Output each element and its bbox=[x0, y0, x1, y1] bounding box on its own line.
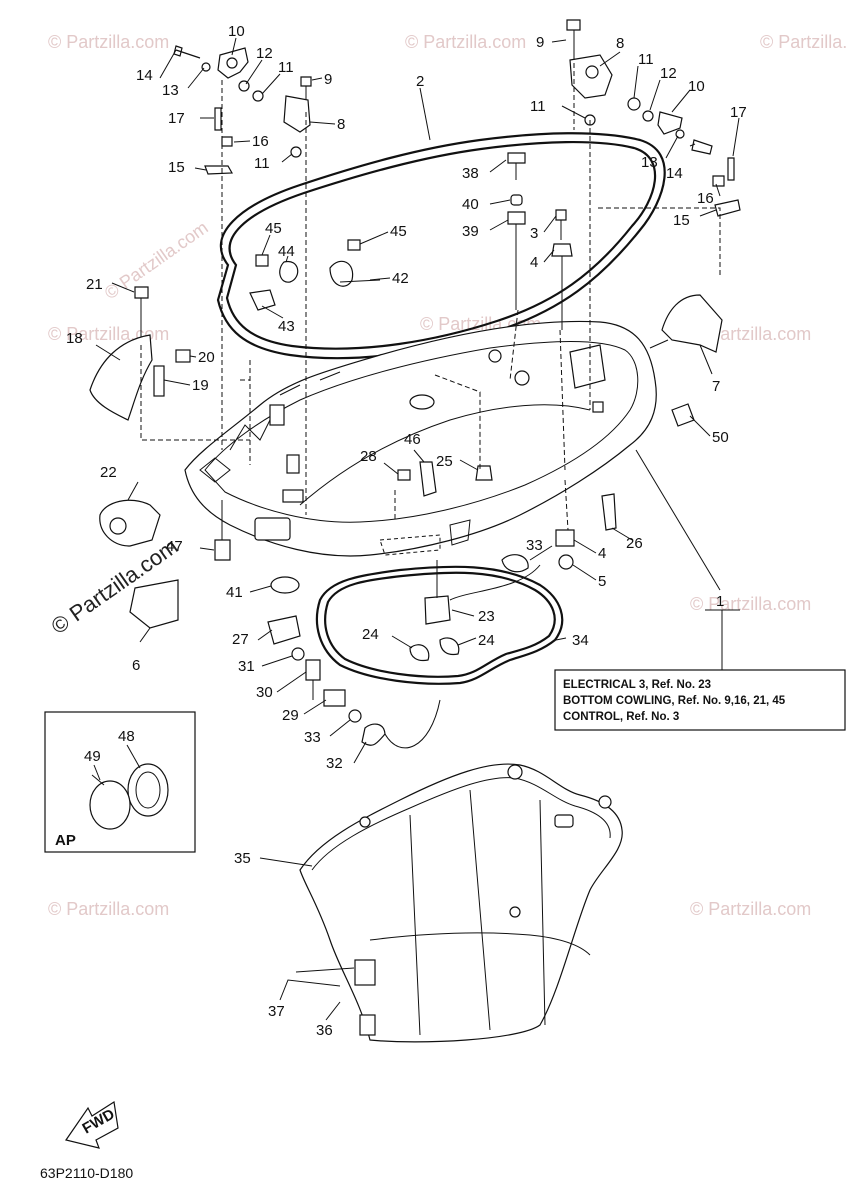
callout-24: 24 bbox=[362, 626, 379, 643]
callout-14: 14 bbox=[666, 165, 683, 182]
callouts: 10 14 13 12 11 9 17 16 8 11 15 2 9 8 11 … bbox=[66, 23, 747, 1039]
callout-11: 11 bbox=[254, 155, 270, 172]
callout-26: 26 bbox=[626, 535, 643, 552]
callout-12: 12 bbox=[256, 45, 273, 62]
bottom-cowling bbox=[184, 320, 657, 557]
lower-seal bbox=[315, 565, 564, 685]
callout-10: 10 bbox=[228, 23, 245, 40]
callout-45: 45 bbox=[265, 220, 282, 237]
callout-38: 38 bbox=[462, 165, 479, 182]
callout-1: 1 bbox=[716, 593, 724, 610]
callout-11: 11 bbox=[278, 59, 294, 76]
callout-32: 32 bbox=[326, 755, 343, 772]
callout-37: 37 bbox=[268, 1003, 285, 1020]
callout-18: 18 bbox=[66, 330, 83, 347]
callout-45: 45 bbox=[390, 223, 407, 240]
callout-12: 12 bbox=[660, 65, 677, 82]
callout-16: 16 bbox=[252, 133, 269, 150]
callout-19: 19 bbox=[192, 377, 209, 394]
callout-15: 15 bbox=[673, 212, 690, 229]
callout-42: 42 bbox=[392, 270, 409, 287]
note-line-3: CONTROL, Ref. No. 3 bbox=[563, 711, 679, 723]
callout-30: 30 bbox=[256, 684, 273, 701]
callout-15: 15 bbox=[168, 159, 185, 176]
callout-3: 3 bbox=[530, 225, 538, 242]
inset-box: AP bbox=[44, 711, 196, 853]
callout-10: 10 bbox=[688, 78, 705, 95]
diagram-code: 63P2110-D180 bbox=[40, 1165, 133, 1181]
callout-25: 25 bbox=[436, 453, 453, 470]
watermark: © Partzilla.com bbox=[690, 899, 811, 919]
callout-24: 24 bbox=[478, 632, 495, 649]
callout-28: 28 bbox=[360, 448, 377, 465]
callout-46: 46 bbox=[404, 431, 421, 448]
watermark: © Partzilla.com bbox=[405, 32, 526, 52]
callout-4: 4 bbox=[530, 254, 538, 271]
callout-39: 39 bbox=[462, 223, 479, 240]
watermark: © Partzilla.com bbox=[101, 217, 212, 303]
callout-9: 9 bbox=[536, 34, 544, 51]
callout-13: 13 bbox=[162, 82, 179, 99]
callout-34: 34 bbox=[572, 632, 589, 649]
callout-21: 21 bbox=[86, 276, 103, 293]
callout-16: 16 bbox=[697, 190, 714, 207]
callout-11: 11 bbox=[530, 98, 546, 115]
watermark: © Partzilla.com bbox=[760, 32, 848, 52]
callout-23: 23 bbox=[478, 608, 495, 625]
callout-2: 2 bbox=[416, 73, 424, 90]
callout-27: 27 bbox=[232, 631, 249, 648]
callout-17: 17 bbox=[730, 104, 747, 121]
note-line-1: ELECTRICAL 3, Ref. No. 23 bbox=[563, 679, 711, 691]
callout-4: 4 bbox=[598, 545, 606, 562]
seal-ring bbox=[216, 132, 666, 360]
callout-33: 33 bbox=[304, 729, 321, 746]
callout-49: 49 bbox=[84, 748, 101, 765]
callout-29: 29 bbox=[282, 707, 299, 724]
callout-6: 6 bbox=[132, 657, 140, 674]
callout-50: 50 bbox=[712, 429, 729, 446]
watermark: © Partzilla.com bbox=[48, 32, 169, 52]
small-parts bbox=[89, 19, 741, 749]
callout-41: 41 bbox=[226, 584, 243, 601]
callout-17: 17 bbox=[168, 110, 185, 127]
callout-31: 31 bbox=[238, 658, 255, 675]
callout-33: 33 bbox=[526, 537, 543, 554]
callout-14: 14 bbox=[136, 67, 153, 84]
callout-22: 22 bbox=[100, 464, 117, 481]
watermark: © Partzilla.com bbox=[690, 594, 811, 614]
fwd-arrow: FWD bbox=[65, 1101, 119, 1149]
callout-43: 43 bbox=[278, 318, 295, 335]
note-box: ELECTRICAL 3, Ref. No. 23 BOTTOM COWLING… bbox=[554, 669, 846, 731]
inset-label: AP bbox=[55, 832, 76, 849]
callout-9: 9 bbox=[324, 71, 332, 88]
callout-40: 40 bbox=[462, 196, 479, 213]
watermark: © Partzilla.com bbox=[48, 899, 169, 919]
leader-lines bbox=[93, 37, 740, 1021]
callout-47: 47 bbox=[166, 538, 183, 555]
lower-cowling bbox=[299, 763, 623, 1043]
callout-11: 11 bbox=[638, 51, 654, 68]
callout-48: 48 bbox=[118, 728, 135, 745]
callout-13: 13 bbox=[641, 154, 658, 171]
callout-7: 7 bbox=[712, 378, 720, 395]
callout-8: 8 bbox=[337, 116, 345, 133]
callout-36: 36 bbox=[316, 1022, 333, 1039]
note-line-2: BOTTOM COWLING, Ref. No. 9,16, 21, 45 bbox=[563, 695, 786, 707]
callout-8: 8 bbox=[616, 35, 624, 52]
callout-35: 35 bbox=[234, 850, 251, 867]
callout-44: 44 bbox=[278, 243, 295, 260]
callout-5: 5 bbox=[598, 573, 606, 590]
callout-20: 20 bbox=[198, 349, 215, 366]
